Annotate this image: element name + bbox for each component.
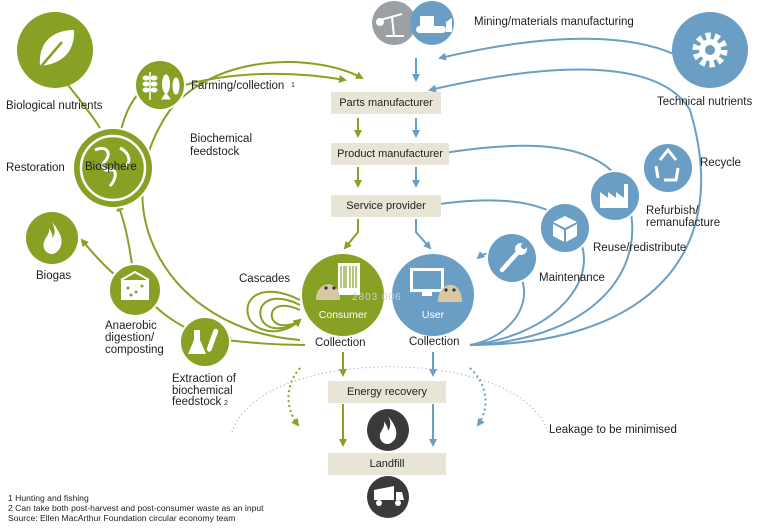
service-provider-box: Service provider (331, 195, 441, 217)
flow-anaerobic-to-biosphere (116, 203, 133, 266)
extraction-node (179, 316, 231, 368)
anaerobic-node (108, 263, 162, 317)
refurbish-node (589, 170, 641, 222)
landfill-box: Landfill (328, 453, 446, 475)
flame-icon (43, 222, 62, 254)
cascade-loop-1 (246, 290, 302, 333)
oil-pump-icon (376, 13, 404, 37)
flow-anaerobic-to-biogas (80, 238, 116, 276)
consumer-node (300, 252, 386, 338)
restoration-label: Restoration (6, 162, 65, 174)
energy-recovery-box: Energy recovery (328, 381, 446, 403)
technical-nutrients-label: Technical nutrients (657, 96, 753, 108)
leakage-boundary (231, 366, 549, 433)
biological-flows (67, 61, 364, 447)
gear-icon (692, 32, 728, 68)
user-node (390, 252, 476, 338)
cascade-loop-3 (270, 304, 302, 327)
leakage-bio (287, 367, 301, 427)
biogas-label: Biogas (36, 270, 72, 282)
biological-nutrients-label: Biological nutrients (6, 100, 103, 112)
bulldozer-icon (416, 16, 452, 33)
flow-recycle-to-parts (428, 68, 703, 346)
footnote-source: Source: Ellen MacArthur Foundation circu… (8, 513, 236, 523)
reuse-node (539, 202, 591, 254)
anaerobic-label: Anaerobic digestion/ composting (105, 320, 164, 356)
flow-nutrients-biosphere (67, 84, 101, 129)
flow-service-to-consumer (343, 219, 359, 250)
farming-footnote-mark: 1 (291, 82, 295, 89)
flow-service-to-user (415, 219, 432, 250)
flow-collection-to-extraction (223, 336, 306, 346)
footnote-2: 2 Can take both post-harvest and post-co… (8, 503, 264, 513)
flow-farming-to-parts (184, 72, 347, 86)
recycle-icon (654, 147, 680, 182)
cascade-loop-2 (259, 297, 302, 330)
leakage-tech (469, 367, 487, 427)
maintenance-node (486, 232, 538, 284)
collection-left-label: Collection (315, 337, 366, 349)
collection-right-label: Collection (409, 336, 460, 348)
compost-icon (120, 270, 150, 300)
dump-truck-icon (367, 476, 409, 518)
wrench-icon (499, 243, 527, 273)
refurbish-label: Refurbish/ remanufacture (646, 205, 721, 229)
biological-nutrients-node (17, 12, 93, 88)
consumer-label: Consumer (318, 309, 368, 321)
mining-node (372, 1, 454, 45)
extraction-footnote-mark: 2 (224, 400, 228, 407)
biosphere-label: Biosphere (85, 161, 137, 173)
biogas-node (26, 212, 78, 264)
flask-icon (188, 328, 219, 354)
footnote-1: 1 Hunting and fishing (8, 493, 89, 503)
box-icon (553, 216, 577, 242)
farming-label: Farming/collection (191, 80, 285, 92)
watermark-text: 2803 006 (352, 292, 402, 303)
recycle-label: Recycle (700, 157, 741, 169)
reuse-label: Reuse/redistribute (593, 242, 687, 254)
product-manufacturer-box: Product manufacturer (331, 143, 449, 165)
leaf-icon (37, 30, 75, 71)
extraction-label: Extraction of biochemical feedstock (172, 373, 236, 408)
technical-nutrients-node (672, 12, 748, 88)
mining-label: Mining/materials manufacturing (474, 16, 634, 28)
globe-icon (79, 134, 147, 202)
barcode-person-icon (316, 263, 360, 300)
leakage-label: Leakage to be minimised (549, 424, 677, 436)
biosphere-node (72, 127, 154, 209)
maintenance-label: Maintenance (539, 272, 605, 284)
factory-icon (600, 184, 628, 208)
energy-flame-icon (367, 409, 409, 451)
monitor-person-icon (410, 268, 462, 302)
flow-biosphere-to-parts (141, 61, 364, 341)
biochemical-feedstock-label: Biochemical feedstock (190, 133, 252, 158)
farming-node (134, 59, 186, 111)
cascades-label: Cascades (239, 273, 291, 285)
user-label: User (421, 309, 445, 321)
wheat-fish-icon (142, 72, 180, 100)
oil-pump-circle (372, 1, 416, 45)
recycle-node (642, 142, 694, 194)
parts-manufacturer-box: Parts manufacturer (331, 92, 441, 114)
